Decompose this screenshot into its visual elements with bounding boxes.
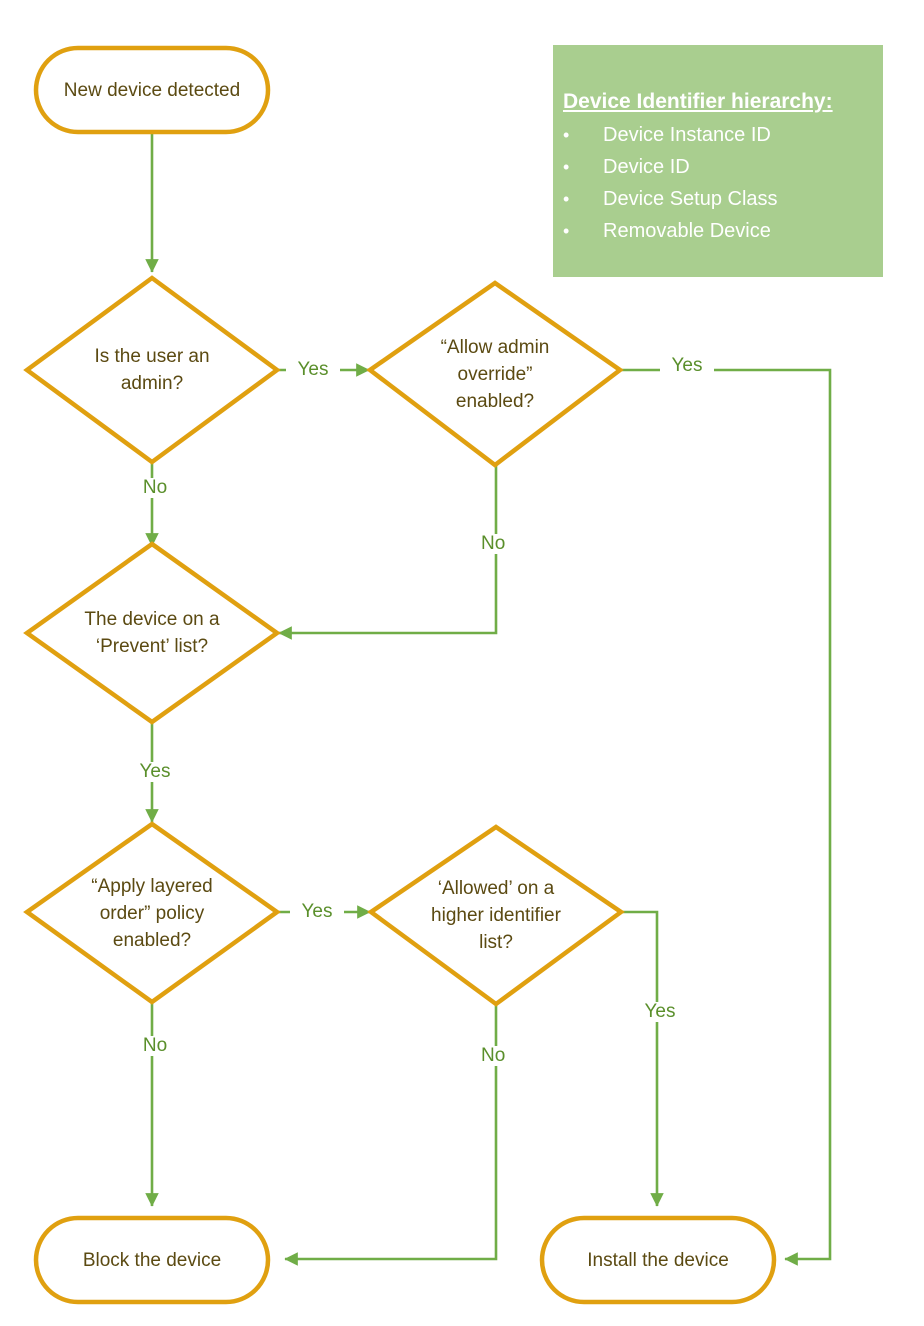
bullet-icon: • — [563, 221, 570, 241]
edge-d5-no-to-block — [284, 1005, 498, 1266]
edge-label-d1-no: No — [130, 478, 180, 498]
bullet-icon: • — [563, 125, 570, 145]
edge-label-d5-yes: Yes — [633, 1002, 687, 1022]
legend-item: • Removable Device — [553, 215, 883, 247]
legend-item-label: Removable Device — [603, 220, 771, 242]
edge-label-d3-yes: Yes — [128, 762, 182, 782]
edge-label-d2-no: No — [478, 534, 528, 554]
legend-list: • Device Instance ID • Device ID • Devic… — [553, 119, 883, 247]
legend-item-label: Device Setup Class — [603, 188, 778, 210]
node-d4-shape — [23, 821, 281, 1005]
legend-item: • Device Instance ID — [553, 119, 883, 151]
legend-item: • Device Setup Class — [553, 183, 883, 215]
node-install-shape — [539, 1215, 777, 1305]
legend-item-label: Device ID — [603, 156, 690, 178]
legend-title: Device Identifier hierarchy: — [563, 90, 833, 113]
node-d1-shape — [23, 275, 281, 465]
edge-d2-yes-to-install — [620, 368, 832, 1266]
node-start-shape — [33, 45, 271, 135]
node-block-shape — [33, 1215, 271, 1305]
node-d5-shape — [367, 824, 625, 1007]
edge-d2-no-to-d3 — [278, 466, 498, 640]
edge-d5-yes-to-install — [621, 910, 664, 1207]
legend-item: • Device ID — [553, 151, 883, 183]
legend-box: Device Identifier hierarchy: • Device In… — [553, 45, 883, 277]
edge-label-d5-no: No — [478, 1046, 528, 1066]
bullet-icon: • — [563, 189, 570, 209]
edge-label-d4-yes: Yes — [290, 902, 344, 922]
edge-label-d2-yes: Yes — [660, 356, 714, 376]
edge-label-d4-no: No — [130, 1036, 180, 1056]
edge-label-d1-yes: Yes — [286, 360, 340, 380]
bullet-icon: • — [563, 157, 570, 177]
legend-item-label: Device Instance ID — [603, 124, 771, 146]
node-d3-shape — [23, 541, 281, 725]
node-d2-shape — [366, 280, 624, 468]
